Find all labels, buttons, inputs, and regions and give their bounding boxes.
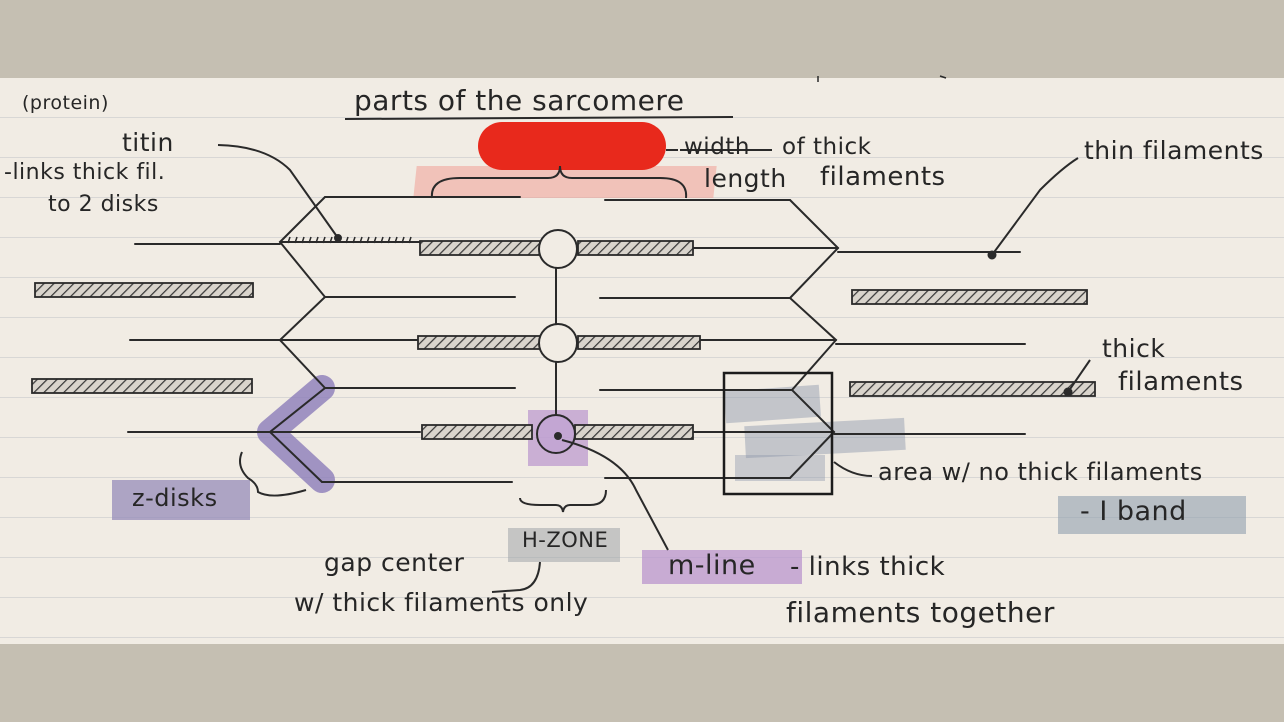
- titin-desc-line2: to 2 disks: [48, 192, 159, 217]
- m-line-desc-line2: filaments together: [786, 596, 1055, 629]
- i-band-label: - I band: [1080, 496, 1187, 527]
- m-line-desc-line1: - links thick: [790, 552, 946, 582]
- z-disk-brace: [239, 451, 307, 497]
- of-thick-label: of thick: [782, 134, 872, 160]
- thin-filaments-label: thin filaments: [1084, 136, 1264, 165]
- z-disks-label: z-disks: [132, 484, 218, 512]
- thick-filament: [851, 289, 1088, 305]
- protein-label: (protein): [22, 92, 109, 114]
- m-line-node: [538, 229, 578, 269]
- gray-highlight-i-band: [1058, 496, 1246, 534]
- titin-leader: [217, 144, 339, 239]
- no-thick-label: area w/ no thick filaments: [878, 458, 1203, 486]
- thick-filament: [421, 424, 533, 440]
- purple-highlight-m-line: [642, 550, 802, 584]
- thick-label: thick: [1102, 334, 1166, 363]
- length-brace: [430, 165, 688, 199]
- thick-filament: [417, 335, 541, 350]
- gap-center-label: gap center: [324, 548, 465, 577]
- h-zone-label: H-ZONE: [522, 528, 609, 552]
- h-zone-brace: [519, 489, 607, 513]
- lavender-highlight-z-disks: [112, 480, 250, 520]
- no-thick-leader: [833, 461, 873, 477]
- thick-filament: [577, 240, 694, 256]
- thick-filaments-label: filaments: [1118, 367, 1244, 397]
- title-underline: [344, 116, 734, 120]
- m-line-node: [538, 323, 578, 363]
- filaments-label: filaments: [820, 162, 946, 192]
- thin-filament-leader: [991, 157, 1079, 256]
- titin-desc-line1: -links thick fil.: [4, 160, 166, 185]
- width-label: width: [684, 134, 750, 160]
- thick-filament-leader: [1067, 359, 1091, 393]
- diagram-title: parts of the sarcomere: [354, 84, 685, 117]
- titin-strand: [287, 236, 412, 244]
- red-censor-mark: [478, 122, 666, 170]
- gap-center-leader: [491, 561, 541, 593]
- titin-label: titin: [122, 128, 174, 157]
- thick-filament: [34, 282, 254, 298]
- gap-desc-label: w/ thick filaments only: [294, 588, 589, 617]
- thick-filament: [574, 424, 694, 440]
- z-disk-highlight: [257, 375, 335, 493]
- thick-filament: [577, 335, 701, 350]
- thick-filament: [419, 240, 541, 256]
- length-label: length: [704, 164, 787, 193]
- m-line-label: m-line: [668, 550, 756, 581]
- thick-filament: [849, 381, 1096, 397]
- m-line-dot: [554, 432, 562, 440]
- m-line-leader: [561, 439, 669, 551]
- i-band-box: [722, 371, 834, 496]
- gray-highlight-box-3: [735, 455, 825, 481]
- gray-highlight-h-zone: [508, 528, 620, 562]
- thick-filament: [31, 378, 253, 394]
